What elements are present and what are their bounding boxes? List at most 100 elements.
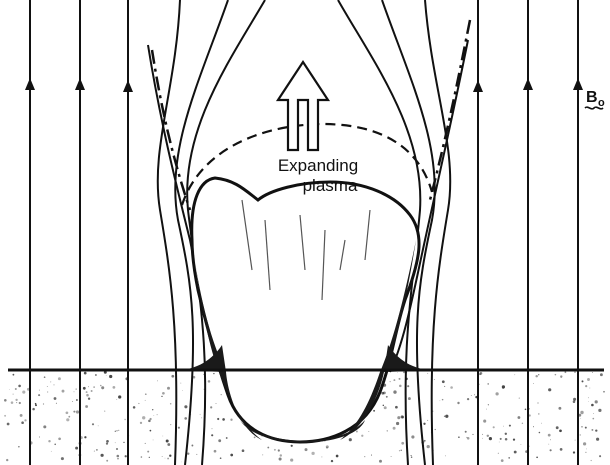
surface-speckle — [220, 457, 222, 459]
surface-speckle — [517, 416, 520, 419]
surface-speckle — [141, 456, 143, 458]
surface-speckle — [379, 460, 382, 463]
surface-speckle — [208, 380, 211, 383]
surface-speckle — [242, 449, 245, 452]
surface-speckle — [142, 416, 145, 419]
arrow-left-2 — [75, 78, 85, 90]
surface-speckle — [411, 455, 412, 456]
surface-speckle — [393, 390, 396, 393]
surface-speckle — [106, 375, 107, 376]
surface-speckle — [556, 426, 559, 429]
surface-speckle — [32, 408, 35, 411]
surface-speckle — [145, 443, 146, 444]
surface-speckle — [51, 451, 52, 452]
surface-speckle — [599, 455, 601, 457]
surface-speckle — [386, 396, 388, 398]
surface-speckle — [58, 377, 61, 380]
surface-speckle — [390, 381, 391, 382]
surface-speckle — [214, 450, 217, 453]
surface-speckle — [535, 375, 537, 377]
surface-speckle — [106, 443, 108, 445]
surface-speckle — [88, 386, 89, 387]
surface-speckle — [153, 415, 154, 416]
surface-speckle — [407, 385, 409, 387]
field-symbol: B — [586, 89, 598, 106]
surface-speckle — [73, 411, 75, 413]
surface-speckle — [20, 414, 23, 417]
surface-speckle — [72, 401, 73, 402]
surface-speckle — [509, 425, 511, 427]
surface-speckle — [371, 455, 372, 456]
surface-speckle — [4, 399, 7, 402]
surface-speckle — [489, 437, 492, 440]
surface-speckle — [575, 440, 576, 441]
surface-speckle — [399, 450, 400, 451]
surface-speckle — [262, 454, 263, 455]
surface-speckle — [482, 438, 483, 439]
surface-speckle — [100, 454, 103, 457]
surface-speckle — [399, 385, 402, 388]
surface-speckle — [62, 390, 65, 393]
surface-speckle — [274, 449, 276, 451]
surface-speckle — [221, 394, 222, 395]
surface-speckle — [457, 402, 459, 404]
expansion-arrow — [278, 62, 328, 150]
surface-speckle — [356, 431, 358, 433]
surface-speckle — [305, 448, 308, 451]
surface-speckle — [153, 439, 154, 440]
surface-speckle — [169, 455, 171, 457]
surface-speckle — [573, 451, 575, 453]
surface-speckle — [267, 447, 269, 449]
surface-speckle — [86, 394, 89, 397]
surface-speckle — [411, 435, 414, 438]
surface-speckle — [411, 456, 412, 457]
surface-speckle — [35, 403, 37, 405]
surface-speckle — [520, 444, 521, 445]
surface-speckle — [548, 388, 551, 391]
surface-speckle — [573, 400, 576, 403]
surface-speckle — [444, 416, 445, 417]
surface-speckle — [519, 398, 520, 399]
plasma-label-line2: plasma — [303, 176, 358, 195]
surface-speckle — [514, 451, 517, 454]
surface-speckle — [279, 457, 282, 460]
surface-speckle — [7, 423, 10, 426]
surface-speckle — [201, 417, 202, 418]
surface-speckle — [170, 403, 172, 405]
surface-speckle — [43, 403, 44, 404]
surface-speckle — [331, 460, 333, 462]
surface-speckle — [559, 429, 562, 432]
surface-speckle — [35, 404, 37, 406]
surface-speckle — [167, 443, 170, 446]
surface-speckle — [161, 396, 162, 397]
surface-speckle — [54, 444, 56, 446]
surface-speckle — [467, 398, 469, 400]
surface-speckle — [116, 399, 117, 400]
surface-speckle — [24, 419, 26, 421]
surface-speckle — [76, 410, 79, 413]
surface-speckle — [104, 410, 105, 411]
surface-speckle — [486, 409, 487, 410]
surface-speckle — [558, 407, 561, 410]
surface-speckle — [508, 457, 510, 459]
surface-speckle — [218, 439, 221, 442]
surface-speckle — [6, 459, 8, 461]
surface-speckle — [84, 436, 86, 438]
surface-speckle — [125, 455, 127, 457]
surface-speckle — [586, 449, 587, 450]
surface-speckle — [116, 430, 117, 431]
surface-speckle — [581, 426, 583, 428]
surface-speckle — [150, 430, 152, 432]
surface-speckle — [585, 385, 587, 387]
surface-speckle — [216, 403, 217, 404]
surface-speckle — [580, 411, 583, 414]
surface-speckle — [100, 385, 102, 387]
surface-speckle — [74, 391, 75, 392]
surface-speckle — [83, 387, 86, 390]
surface-speckle — [427, 420, 428, 421]
surface-speckle — [326, 447, 327, 448]
surface-speckle — [408, 397, 411, 400]
surface-speckle — [424, 440, 426, 442]
surface-speckle — [226, 437, 228, 439]
plasma-label-line1: Expanding — [278, 156, 358, 175]
